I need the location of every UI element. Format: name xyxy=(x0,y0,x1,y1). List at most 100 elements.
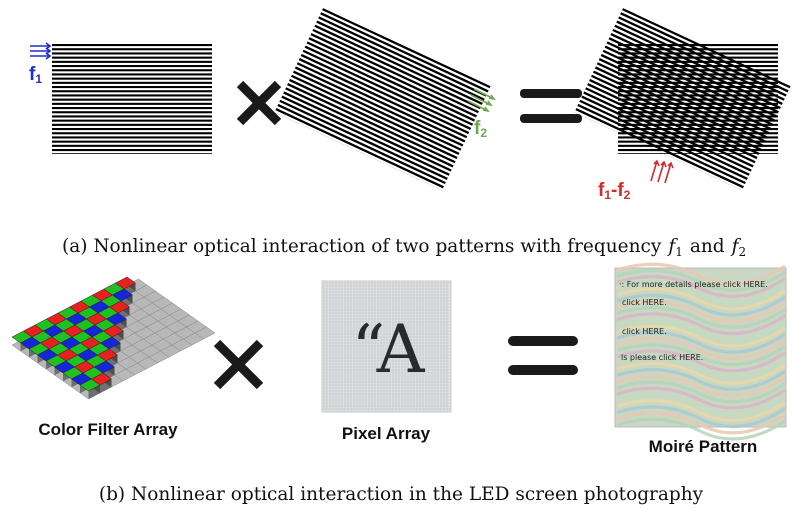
grating-line xyxy=(596,62,766,143)
equals-icon xyxy=(508,336,578,375)
moire-band xyxy=(616,374,786,398)
grating-line xyxy=(314,24,483,105)
grating-pattern-1 xyxy=(52,44,212,154)
grating-line xyxy=(52,69,212,72)
moire-band xyxy=(616,293,786,317)
grating-line xyxy=(620,12,789,93)
grating-pattern-2 xyxy=(274,8,491,191)
grating-line xyxy=(52,52,212,55)
grating-line xyxy=(316,20,485,101)
moire-band xyxy=(616,349,786,373)
grating-line xyxy=(288,78,458,160)
grating-line xyxy=(300,53,470,135)
grating-line xyxy=(618,16,787,97)
cfa-cell xyxy=(94,360,115,374)
cfa-base-cell xyxy=(194,326,216,340)
grating-line xyxy=(598,58,768,139)
grating-line xyxy=(52,149,212,152)
grating-line xyxy=(52,111,212,114)
grating-line xyxy=(588,78,758,160)
grating-line xyxy=(608,37,778,118)
caption-a: (a) Nonlinear optical interaction of two… xyxy=(62,236,746,259)
grating-line xyxy=(277,103,446,185)
f1-arrows xyxy=(30,42,52,60)
moire-photo: ·: For more details please click HERE. c… xyxy=(614,262,787,441)
grating-line xyxy=(52,44,212,47)
cfa-cell-side xyxy=(88,385,100,399)
moire-text-line-1: ·: For more details please click HERE. xyxy=(619,280,768,289)
equals-icon xyxy=(520,89,582,123)
f2-label: f2 xyxy=(474,118,487,140)
grating-line xyxy=(52,136,212,139)
grating-line xyxy=(287,83,456,164)
cfa-cell xyxy=(103,324,124,338)
moire-label: Moiré Pattern xyxy=(649,437,758,456)
grating-line xyxy=(612,28,781,110)
moire-band xyxy=(616,355,786,379)
grating-line xyxy=(52,77,212,80)
panel-b: Color Filter Array “A Pixel Array ·: For… xyxy=(11,262,787,505)
caption-b: (b) Nonlinear optical interaction in the… xyxy=(99,484,704,505)
grating-line xyxy=(618,65,778,68)
grating-line xyxy=(592,70,762,151)
moire-band xyxy=(616,312,786,336)
grating-line xyxy=(622,8,791,89)
moire-band xyxy=(616,287,786,311)
grating-line xyxy=(52,128,212,131)
cfa-cell xyxy=(100,336,121,350)
grating-line xyxy=(606,41,776,122)
arrow-icon xyxy=(30,42,52,60)
grating-line xyxy=(283,91,452,172)
grating-line xyxy=(52,48,212,51)
grating-line xyxy=(618,60,778,63)
grating-line xyxy=(52,98,212,101)
arrow-icon xyxy=(467,88,496,113)
multiply-icon xyxy=(213,339,264,390)
grating-line xyxy=(52,90,212,93)
grating-line xyxy=(290,74,460,155)
grating-line xyxy=(52,107,212,110)
grating-line xyxy=(322,8,491,89)
grating-line xyxy=(52,119,212,122)
grating-line xyxy=(602,49,772,130)
grating-line xyxy=(292,70,462,151)
moire-band xyxy=(616,268,786,292)
moire-band xyxy=(616,299,786,323)
grating-line xyxy=(600,53,770,135)
grating-line xyxy=(52,115,212,118)
grating-line xyxy=(52,60,212,63)
moire-band xyxy=(616,411,786,435)
grating-line xyxy=(275,108,445,189)
cfa-cell xyxy=(106,312,127,326)
moire-band xyxy=(616,275,786,298)
grating-line xyxy=(296,62,466,143)
grating-line xyxy=(618,102,778,105)
moire-band xyxy=(616,399,786,422)
moire-band xyxy=(616,405,786,429)
grating-line xyxy=(618,86,778,89)
cfa-cell xyxy=(115,276,136,290)
moire-band xyxy=(616,262,786,286)
grating-line xyxy=(52,153,212,154)
cfa-cell xyxy=(112,288,133,302)
grating-line xyxy=(52,132,212,135)
grating-line xyxy=(285,87,454,168)
cfa-cell xyxy=(97,348,118,362)
grating-line xyxy=(304,45,474,126)
moire-text-line-4: ls please click HERE. xyxy=(621,353,703,362)
moire-band xyxy=(616,337,786,360)
grating-line xyxy=(610,33,780,114)
grating-line xyxy=(614,24,783,105)
grating-line xyxy=(618,153,778,154)
grating-line xyxy=(302,49,472,130)
grating-line xyxy=(294,66,464,147)
grating-line xyxy=(575,108,745,189)
grating-line xyxy=(616,20,785,101)
cfa-cell xyxy=(109,300,130,314)
pixel-array-label: Pixel Array xyxy=(342,424,431,443)
grating-line xyxy=(577,103,746,185)
f1-label: f1 xyxy=(29,64,42,86)
grating-line xyxy=(306,41,476,122)
moire-band xyxy=(616,306,786,329)
color-filter-array xyxy=(11,276,216,400)
